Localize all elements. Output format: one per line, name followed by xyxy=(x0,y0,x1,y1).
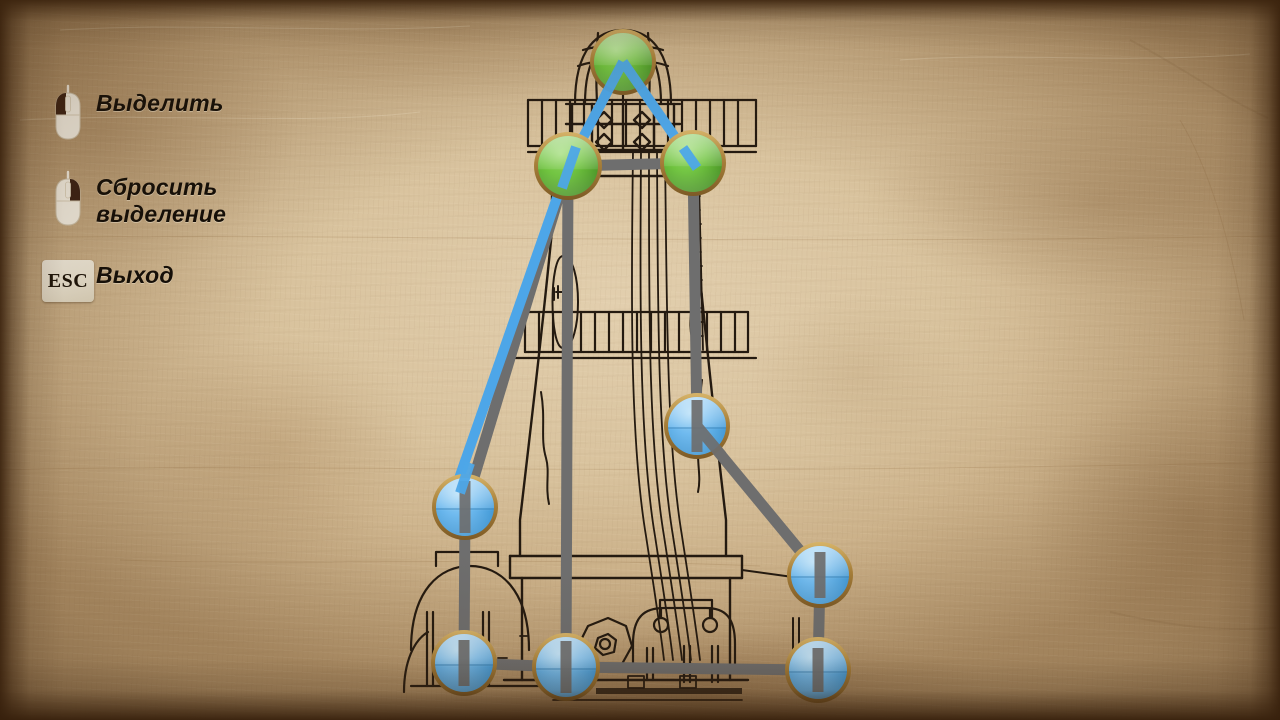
mouse-right-click-icon xyxy=(40,168,96,228)
legend-label-deselect-line1: Сбросить xyxy=(96,174,218,200)
legend-item-deselect: Сбросить выделение xyxy=(40,168,370,228)
legend-item-select: Выделить xyxy=(40,82,370,142)
mouse-left-click-icon xyxy=(40,82,96,142)
link-n2-n8 xyxy=(560,160,574,673)
selection-segment-n2-n5 xyxy=(451,161,573,492)
esc-key-cap: ESC xyxy=(42,260,94,302)
links-overlay xyxy=(458,400,826,693)
legend-label-select: Выделить xyxy=(96,90,224,116)
legend-label-deselect-line2: выделение xyxy=(96,201,227,227)
link-n3-n4 xyxy=(687,157,703,432)
link-n8-n9 xyxy=(560,661,824,676)
esc-key-icon: ESC xyxy=(40,258,96,302)
controls-legend: Выделить Сбросить выделение xyxy=(40,82,370,328)
legend-label-exit: Выход xyxy=(96,262,174,288)
legend-label-deselect: Сбросить выделение xyxy=(96,168,226,228)
lower-gallery-railing xyxy=(514,310,758,360)
legend-item-exit: ESC Выход xyxy=(40,258,370,302)
